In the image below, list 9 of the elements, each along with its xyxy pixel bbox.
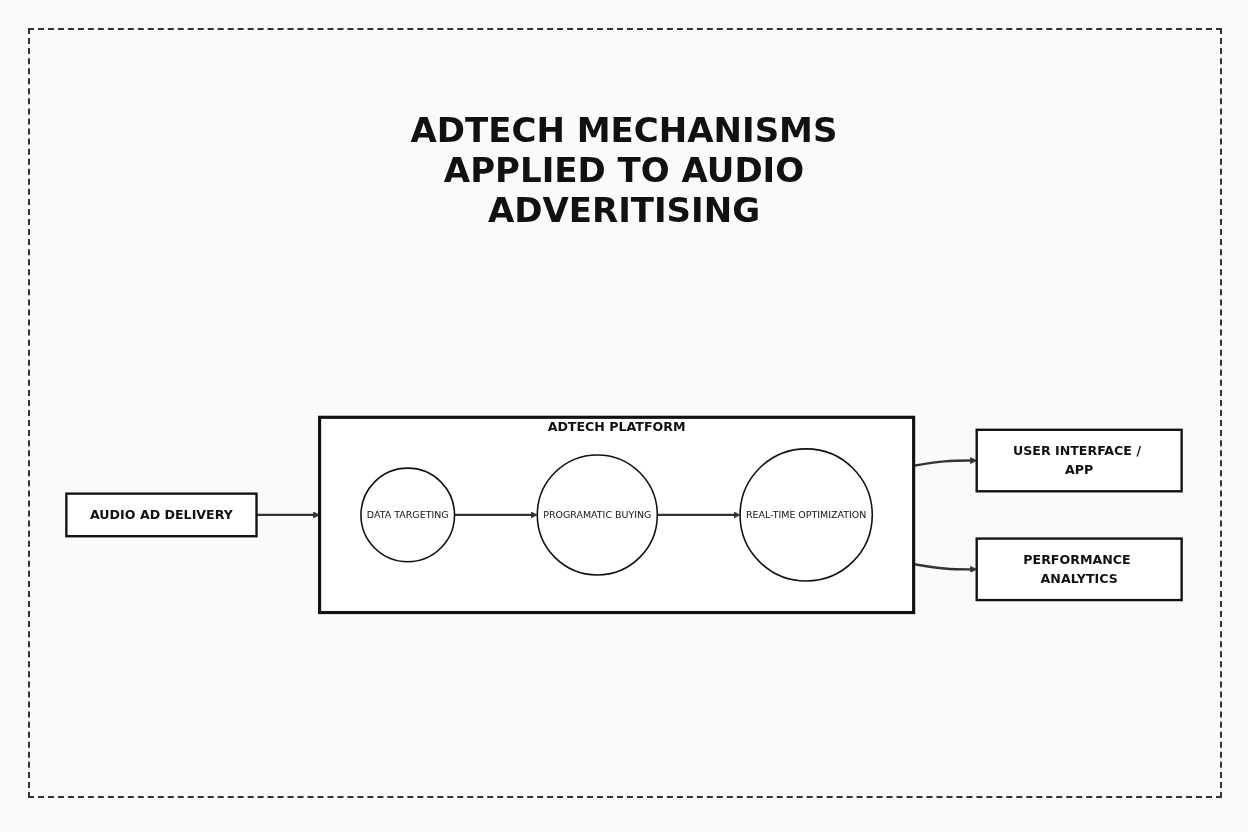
- node-circle: REAL-TIME OPTIMIZATION: [739, 448, 874, 582]
- diagram-title: ADTECH MECHANISMS APPLIED TO AUDIO ADVERITISING: [409, 110, 839, 230]
- node-circle: DATA TARGETING: [360, 467, 456, 563]
- node-box: PERFORMANCE ANALYTICS: [975, 537, 1183, 602]
- arrow: [657, 511, 741, 519]
- node-circle: PROGRAMATIC BUYING: [536, 454, 659, 576]
- arrow: [454, 511, 538, 519]
- node-box: USER INTERFACE / APP: [975, 428, 1183, 493]
- node-box: AUDIO AD DELIVERY: [65, 492, 258, 538]
